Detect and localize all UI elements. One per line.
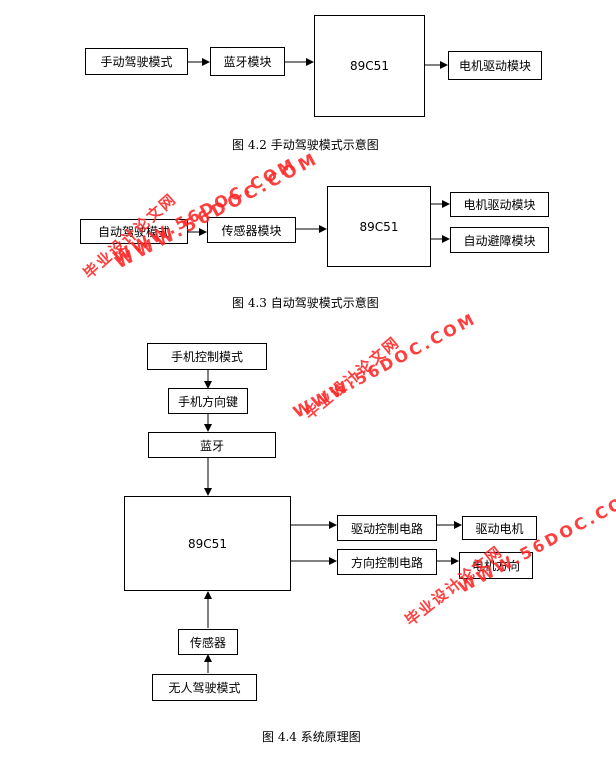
box-direction-control-circuit: 方向控制电路	[337, 549, 437, 575]
box-motor-drive-module: 电机驱动模块	[448, 51, 542, 80]
box-phone-direction-keys: 手机方向键	[168, 388, 248, 414]
caption-fig-4-2: 图 4.2 手动驾驶模式示意图	[232, 138, 379, 152]
box-mcu-89c51: 89C51	[314, 15, 425, 117]
box-bluetooth-module: 蓝牙模块	[210, 47, 285, 76]
box-unmanned-mode: 无人驾驶模式	[152, 674, 257, 701]
box-sensor-module: 传感器模块	[207, 217, 296, 243]
box-drive-motor: 驱动电机	[462, 516, 537, 540]
box-phone-control-mode: 手机控制模式	[147, 343, 267, 370]
box-auto-avoid-module: 自动避障模块	[450, 227, 549, 253]
box-mcu-89c51-3: 89C51	[124, 496, 291, 591]
box-drive-control-circuit: 驱动控制电路	[337, 515, 437, 541]
box-sensor: 传感器	[178, 629, 238, 655]
box-motor-drive-module-2: 电机驱动模块	[450, 192, 549, 217]
box-bluetooth: 蓝牙	[148, 432, 276, 458]
box-auto-mode: 自动驾驶模式	[80, 219, 188, 244]
box-motor-direction: 电机方向	[459, 552, 533, 579]
box-mcu-89c51-2: 89C51	[327, 186, 431, 267]
caption-fig-4-4: 图 4.4 系统原理图	[262, 730, 361, 744]
box-manual-mode: 手动驾驶模式	[85, 48, 188, 75]
caption-fig-4-3: 图 4.3 自动驾驶模式示意图	[232, 296, 379, 310]
